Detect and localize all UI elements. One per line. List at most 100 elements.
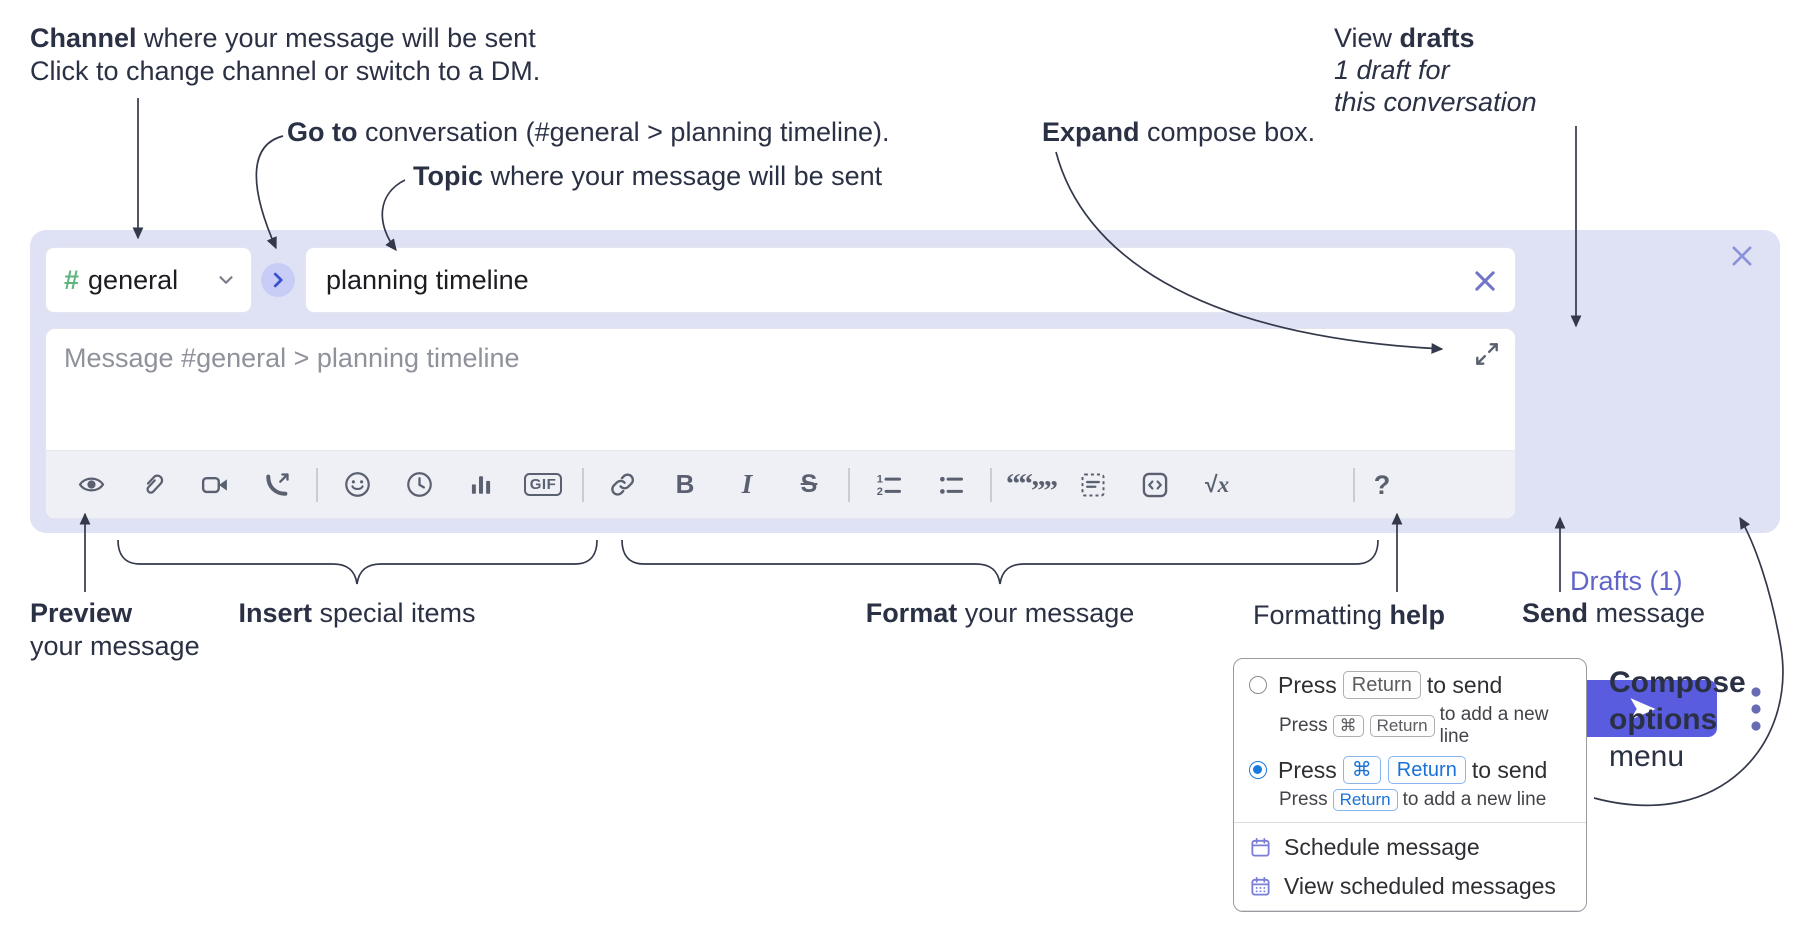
view-drafts-line2: 1 draft for xyxy=(1334,55,1450,85)
toolbar-divider xyxy=(316,467,318,502)
compose-options-button[interactable] xyxy=(1742,682,1770,736)
radio-selected-icon[interactable] xyxy=(1249,761,1267,779)
chevron-right-icon xyxy=(273,272,283,288)
drafts-link[interactable]: Drafts (1) xyxy=(1570,566,1683,596)
formula-button[interactable]: √x xyxy=(1186,462,1248,508)
compose-box: # general xyxy=(30,230,1780,737)
insert-brace xyxy=(117,539,598,585)
cmd-keycap: ⌘ xyxy=(1332,715,1364,737)
attach-button[interactable] xyxy=(122,462,184,508)
format-brace xyxy=(621,539,1379,585)
strikethrough-button[interactable]: S xyxy=(778,462,840,508)
menu-divider xyxy=(1234,822,1586,823)
return-keycap-blue: Return xyxy=(1332,789,1398,811)
code-block-button[interactable] xyxy=(1062,462,1124,508)
clock-icon xyxy=(406,472,432,497)
radio-unselected-icon[interactable] xyxy=(1249,676,1267,694)
message-box: GIF B I S xyxy=(45,328,1516,519)
calendar-grid-icon xyxy=(1251,876,1270,896)
goto-note: Go to conversation (#general > planning … xyxy=(287,116,890,149)
formula-icon: √x xyxy=(1204,471,1230,497)
svg-text:1: 1 xyxy=(877,473,883,485)
gif-button[interactable]: GIF xyxy=(512,462,574,508)
channel-name: general xyxy=(88,264,179,295)
italic-button[interactable]: I xyxy=(716,462,778,508)
send-option-cmd-return[interactable]: Press ⌘ Return to send xyxy=(1249,756,1571,784)
formatting-help-button[interactable]: ? xyxy=(1351,462,1413,508)
svg-text:2: 2 xyxy=(877,485,883,497)
video-button[interactable] xyxy=(184,462,246,508)
topic-note: Topic where your message will be sent xyxy=(413,160,882,193)
blockquote-button[interactable]: ““”” xyxy=(1000,462,1062,508)
preview-button[interactable] xyxy=(60,462,122,508)
view-drafts-note: View drafts 1 draft for this conversatio… xyxy=(1334,22,1537,118)
topic-input[interactable] xyxy=(306,248,1515,312)
menu-item-view-scheduled[interactable]: View scheduled messages xyxy=(1234,867,1586,906)
schedule-section: Schedule message View scheduled messages xyxy=(1234,823,1586,910)
calendar-icon xyxy=(1251,837,1270,857)
channel-note-line2: Click to change channel or switch to a D… xyxy=(30,56,541,86)
channel-selector[interactable]: # general xyxy=(45,247,252,313)
return-keycap: Return xyxy=(1369,715,1435,737)
emoji-icon xyxy=(344,472,370,497)
link-icon xyxy=(611,473,634,496)
inline-code-button[interactable] xyxy=(1124,462,1186,508)
channel-note-rest: where your message will be sent xyxy=(136,23,536,53)
menu-divider xyxy=(1234,910,1586,911)
channel-note-bold: Channel xyxy=(30,23,137,53)
link-button[interactable] xyxy=(592,462,654,508)
send-option-return-sub: Press ⌘ Return to add a new line xyxy=(1279,704,1549,747)
ordered-list-button[interactable]: 1 2 xyxy=(858,462,920,508)
kebab-dots-icon xyxy=(1751,687,1761,731)
schedule-clock-button[interactable] xyxy=(388,462,450,508)
close-icon[interactable] xyxy=(1728,242,1756,270)
goto-note-rest: conversation (#general > planning timeli… xyxy=(357,117,890,147)
view-drafts-pre: View xyxy=(1334,23,1400,53)
compose-options-label: Compose options menu xyxy=(1609,666,1746,773)
topic-note-bold: Topic xyxy=(413,161,483,191)
expand-note-rest: compose box. xyxy=(1139,117,1316,147)
clear-topic-icon[interactable] xyxy=(1471,267,1499,295)
send-preference-section: Press Return to send Press ⌘ Return to a… xyxy=(1234,659,1586,822)
send-option-return[interactable]: Press Return to send xyxy=(1249,671,1571,699)
poll-button[interactable] xyxy=(450,462,512,508)
bar-chart-icon xyxy=(471,475,491,494)
goto-conversation-button[interactable] xyxy=(261,263,295,297)
return-keycap: Return xyxy=(1342,671,1421,699)
bulleted-list-button[interactable] xyxy=(920,462,982,508)
toolbar-divider xyxy=(848,467,850,502)
audio-call-button[interactable] xyxy=(246,462,308,508)
toolbar-divider xyxy=(990,467,992,502)
strikethrough-icon: S xyxy=(800,470,818,498)
channel-note: Channel where your message will be sent xyxy=(30,22,536,55)
ordered-list-icon: 1 2 xyxy=(877,473,902,497)
expand-note-bold: Expand xyxy=(1042,117,1140,147)
bulleted-list-icon xyxy=(940,476,964,494)
expand-icon[interactable] xyxy=(1473,340,1501,368)
paperclip-icon xyxy=(146,474,164,494)
return-keycap-blue: Return xyxy=(1387,756,1466,784)
menu-item-schedule-message[interactable]: Schedule message xyxy=(1234,828,1586,867)
blockquote-icon: ““”” xyxy=(1006,468,1058,507)
emoji-button[interactable] xyxy=(326,462,388,508)
phone-outgoing-icon xyxy=(266,472,289,496)
italic-icon: I xyxy=(741,469,753,499)
eye-icon xyxy=(78,477,104,492)
toolbar-divider xyxy=(1353,468,1355,502)
send-label: Send message xyxy=(1522,598,1706,628)
message-input[interactable] xyxy=(46,329,1515,447)
view-drafts-line3: this conversation xyxy=(1334,87,1537,117)
bold-button[interactable]: B xyxy=(654,462,716,508)
topic-note-rest: where your message will be sent xyxy=(483,161,883,191)
formatting-help-label: Formatting help xyxy=(1253,600,1446,630)
code-icon xyxy=(1142,472,1168,497)
question-mark-icon: ? xyxy=(1373,469,1391,500)
format-label: Format your message xyxy=(865,598,1135,628)
insert-label: Insert special items xyxy=(238,598,476,628)
compose-options-menu: Press Return to send Press ⌘ Return to a… xyxy=(1233,658,1587,912)
expand-note: Expand compose box. xyxy=(1042,116,1315,149)
formatting-toolbar: GIF B I S xyxy=(46,450,1515,518)
send-option-cmd-return-sub: Press Return to add a new line xyxy=(1279,789,1547,811)
cmd-keycap-blue: ⌘ xyxy=(1342,756,1381,784)
